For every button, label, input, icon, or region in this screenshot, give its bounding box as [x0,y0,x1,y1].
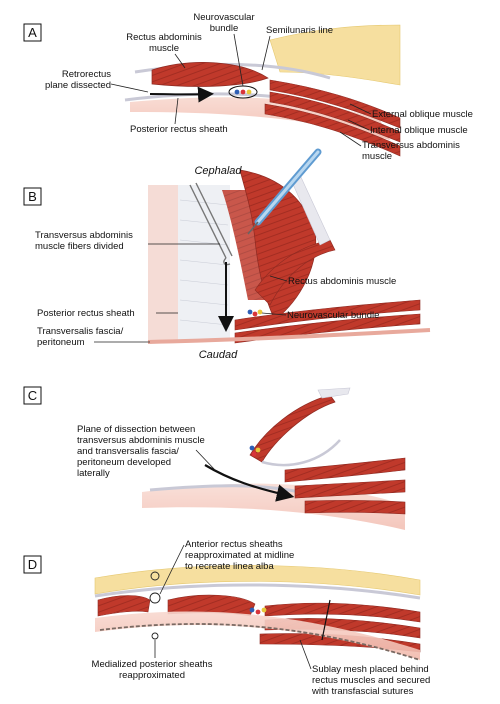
label-b-posterior: Posterior rectus sheath [37,308,135,319]
panel-a-internal-oblique [269,91,401,143]
label-a-retro-1: Retrorectus [62,69,111,80]
panel-d-anterior-sheath [94,583,421,600]
label-b-fibers-1: Transversus abdominis [35,230,133,241]
panel-a: A Rectus abdominis muscle Neurovascular … [23,12,473,162]
leader-a-semilunaris [261,35,271,71]
panel-d-midline-suture-icon [149,571,161,640]
label-a-retro-2: plane dissected [45,80,111,91]
label-b-fascia-1: Transversalis fascia/ [37,326,124,337]
panel-c-sheath-curve [261,439,341,467]
label-a-transversus-2: muscle [362,151,392,162]
panel-b-letter-box [23,187,42,206]
label-b-rectus: Rectus abdominis muscle [288,276,396,287]
label-c-plane-3: and transversalis fascia/ [77,446,179,457]
panel-c-sheath-tip [317,387,351,399]
panel-b-muscle-1 [234,299,421,331]
label-b-fascia-2: peritoneum [37,337,85,348]
panel-d-muscle-1 [264,602,421,623]
panel-d-mesh [99,623,421,661]
label-c-plane-1: Plane of dissection between [77,424,195,435]
leader-a-external [349,103,372,115]
leader-d-mesh [299,639,312,670]
panel-a-rectus-muscle [151,62,269,87]
label-c-plane-4: peritoneum developed [77,457,171,468]
leader-b-nv [261,312,287,316]
label-a-semilunaris: Semilunaris line [266,25,333,36]
label-d-medialized-2: reapproximated [119,670,185,681]
panel-b-artery-icon [252,311,258,317]
label-c-plane-5: laterally [77,468,110,479]
panel-a-external-oblique [269,79,401,129]
panel-d: D Anterior rectus sheaths reapproximated… [23,539,430,697]
leader-d-anterior [159,544,185,595]
label-d-anterior-3: to recreate linea alba [185,561,274,572]
leader-a-posterior [174,97,179,125]
panel-d-rectus-left [97,595,151,617]
panel-d-nerve-icon [261,607,267,613]
panel-b: B [23,148,431,361]
label-b-cephalad: Cephalad [194,165,242,177]
label-d-mesh-2: rectus muscles and secured [312,675,430,686]
panel-d-vein-icon [249,607,255,613]
panel-b-forceps-icon [189,182,233,266]
leader-a-transversus [339,131,362,147]
panel-a-artery-icon [240,89,246,95]
label-a-external: External oblique muscle [372,109,473,120]
panel-d-peritoneum [95,611,420,660]
panel-b-letter: B [28,189,37,204]
leader-a-nv [233,33,244,87]
label-b-fibers-2: muscle fibers divided [35,241,124,252]
panel-b-transversus [222,190,270,300]
label-d-mesh-3: with transfascial sutures [311,686,414,697]
label-a-transversus-1: Transversus abdominis [362,140,460,151]
panel-a-letter-box [23,23,42,42]
label-a-rectus-2: muscle [149,43,179,54]
label-b-nv: Neurovascular bundle [287,310,379,321]
panel-d-letter-box [23,555,42,574]
label-b-caudad: Caudad [199,349,238,361]
panel-d-fat [94,565,421,596]
panel-b-vein-icon [247,309,253,315]
panel-a-letter: A [28,25,37,40]
label-d-medialized-1: Medialized posterior sheaths [92,659,213,670]
label-d-anterior-1: Anterior rectus sheaths [185,539,283,550]
panel-c-muscle-1 [284,457,406,483]
panel-c-letter-box [23,386,42,405]
panel-a-vein-icon [234,89,240,95]
panel-b-nerve-icon [257,309,263,315]
panel-b-rectus-cut [254,239,336,306]
label-a-nv-2: bundle [210,23,239,34]
leader-a-internal [347,119,370,131]
label-c-plane-2: transversus abdominis muscle [77,435,205,446]
panel-c-letter: C [28,388,37,403]
panel-c-vein-icon [249,445,255,451]
label-d-mesh-1: Sublay mesh placed behind [312,664,429,675]
panel-c-muscle-2 [294,479,406,499]
panel-c-arrow [204,464,295,502]
panel-c-rectus [249,394,336,463]
label-a-nv-1: Neurovascular [193,12,254,23]
leader-c-plane [195,449,216,471]
panel-d-letter: D [28,557,37,572]
panel-a-transversus [264,103,401,157]
panel-a-nerve-icon [246,89,252,95]
panel-b-fascia [147,328,431,344]
leader-a-rectus [174,53,186,69]
label-a-internal: Internal oblique muscle [370,125,468,136]
panel-c: C Plane of dissection between transversu… [23,386,406,530]
label-a-posterior: Posterior rectus sheath [130,124,228,135]
panel-b-cautery-icon [247,148,322,235]
panel-d-transfascial-suture-icon [321,599,331,641]
panel-d-artery-icon [255,609,261,615]
leader-b-rectus [269,275,288,282]
panel-c-nerve-icon [255,447,261,453]
leader-a-retro [110,83,149,93]
label-a-rectus-1: Rectus abdominis [126,32,202,43]
panel-c-muscle-3 [304,500,406,515]
panel-b-peritoneum-strip [148,185,178,340]
panel-c-artery-icon [251,451,257,457]
label-d-anterior-2: reapproximated at midline [185,550,294,561]
